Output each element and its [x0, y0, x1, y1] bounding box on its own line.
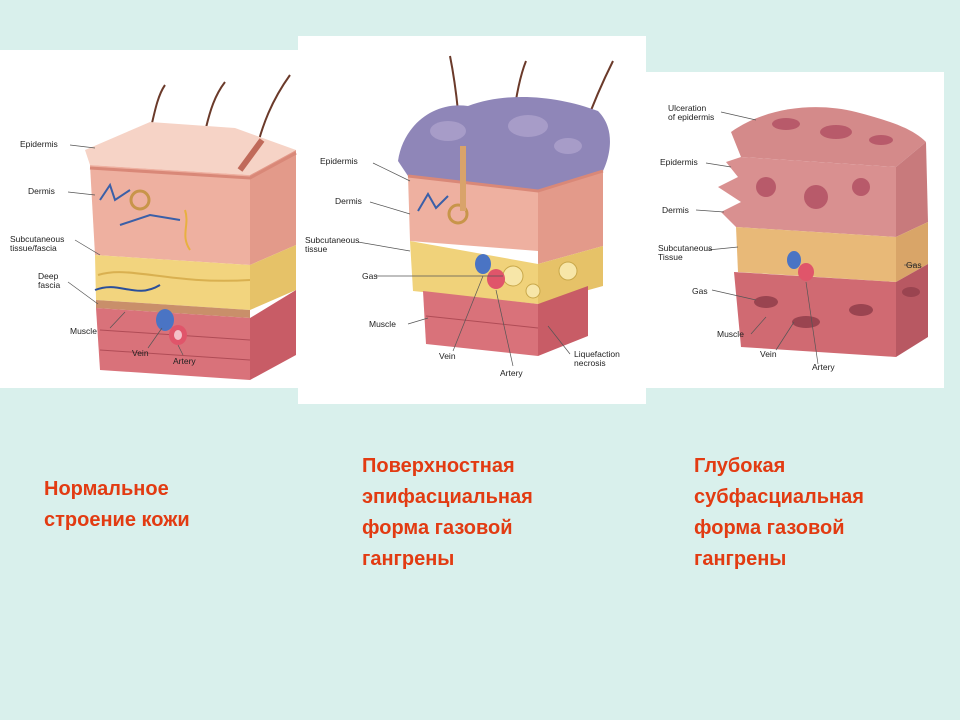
label-ulceration-of-epidermis: Ulceration of epidermis — [668, 103, 715, 122]
label-artery: Artery — [812, 362, 835, 372]
caption-subfascial-form: Глубокая субфасциальная форма газовой га… — [694, 455, 864, 570]
label-gas: Gas — [362, 271, 378, 281]
label-vein: Vein — [439, 351, 456, 361]
label-dermis: Dermis — [662, 205, 689, 215]
label-vein: Vein — [132, 348, 149, 358]
label-subcutaneous: Subcutaneous Tissue — [658, 243, 713, 262]
caption-epifascial-form: Поверхностная эпифасциальная форма газов… — [362, 455, 533, 570]
diagram-epifascial-gangrene: Epidermis Dermis Subcutaneous tissue Gas… — [298, 36, 646, 404]
label-dermis: Dermis — [28, 186, 55, 196]
diagram-normal-skin: Epidermis Dermis Subcutaneous tissue/fas… — [0, 50, 300, 388]
label-deep-fascia: Deep fascia — [38, 271, 61, 290]
epifascial-block-illustration — [357, 55, 614, 367]
caption-normal-skin: Нормальное строение кожи — [44, 478, 190, 531]
label-artery: Artery — [500, 368, 523, 378]
label-gas-right: Gas — [906, 260, 922, 270]
label-muscle: Muscle — [369, 319, 396, 329]
label-gas: Gas — [692, 286, 708, 296]
label-muscle: Muscle — [717, 329, 744, 339]
label-dermis: Dermis — [335, 196, 362, 206]
label-subcutaneous: Subcutaneous tissue — [305, 235, 360, 254]
label-epidermis: Epidermis — [660, 157, 698, 167]
diagram-subfascial-gangrene: Ulceration of epidermis Epidermis Dermis… — [646, 72, 944, 388]
label-artery: Artery — [173, 356, 196, 366]
label-liquefaction-necrosis: Liquefaction necrosis — [574, 349, 620, 368]
label-muscle: Muscle — [70, 326, 97, 336]
label-epidermis: Epidermis — [320, 156, 358, 166]
subfascial-block-illustration — [695, 107, 928, 365]
skin-block-illustration — [67, 74, 297, 380]
label-subcutaneous: Subcutaneous tissue/fascia — [10, 234, 65, 253]
label-epidermis: Epidermis — [20, 139, 58, 149]
label-vein: Vein — [760, 349, 777, 359]
